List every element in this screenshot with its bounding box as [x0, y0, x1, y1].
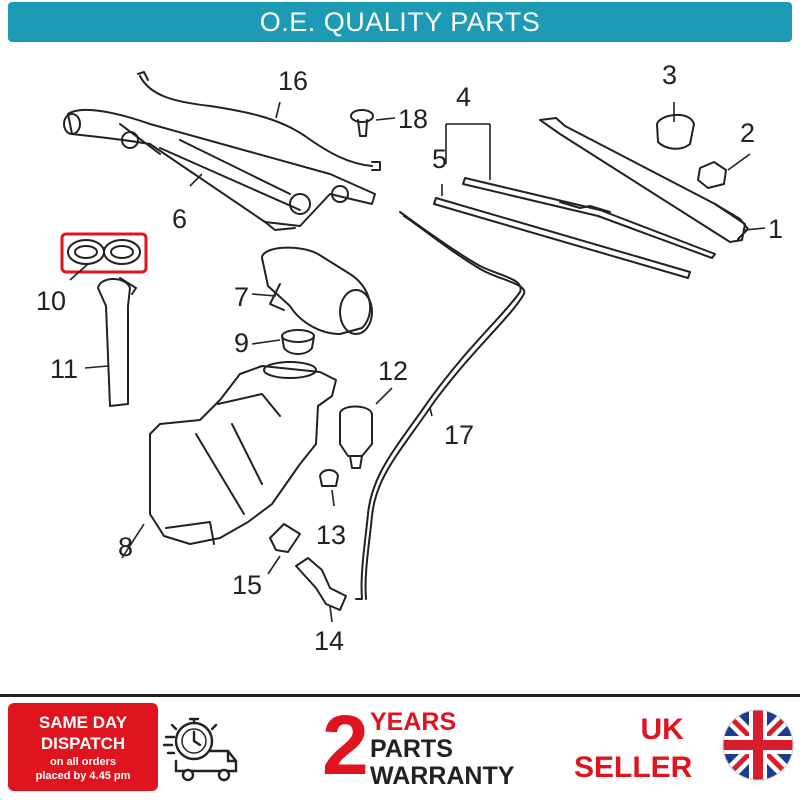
- part-5-refill: [433, 197, 691, 279]
- warranty-number: 2: [322, 698, 369, 792]
- callout-6: 6: [172, 204, 187, 234]
- dispatch-line1: SAME DAY: [38, 713, 128, 732]
- part-9-grommet: [281, 329, 315, 355]
- part-7-motor: [261, 246, 373, 335]
- part-10-gaskets: [67, 239, 141, 265]
- callout-2: 2: [740, 118, 755, 148]
- callout-4: 4: [456, 82, 471, 112]
- callout-11: 11: [50, 354, 78, 384]
- part-4-blade: [462, 177, 716, 259]
- callout-17: 17: [444, 420, 474, 450]
- part-18-clip: [350, 109, 374, 137]
- callout-5: 5: [432, 144, 447, 174]
- stopwatch-truck-icon: [162, 717, 238, 782]
- part-2-nut: [697, 161, 727, 189]
- footer-bar: SAME DAY DISPATCH on all orders placed b…: [0, 697, 800, 800]
- part-17-hose: [355, 211, 522, 600]
- part-8-reservoir: [149, 361, 337, 545]
- part-11-filler: [97, 277, 137, 407]
- highlight-box-10: [60, 232, 148, 274]
- part-16-hose: [139, 75, 373, 167]
- uk-seller-text: UK SELLER: [574, 711, 692, 787]
- seller-line1: UK: [640, 713, 684, 746]
- callout-13: 13: [316, 520, 346, 550]
- warranty-line1: YEARS: [370, 708, 457, 736]
- part-13-seal: [319, 469, 339, 487]
- dispatch-line4: placed by 4.45 pm: [35, 770, 131, 782]
- part-14-sensor: [295, 557, 347, 611]
- callout-15: 15: [232, 570, 262, 600]
- callout-1: 1: [768, 214, 783, 244]
- callout-14: 14: [314, 626, 344, 656]
- callout-8: 8: [118, 532, 133, 562]
- callout-10: 10: [36, 286, 66, 316]
- dispatch-line3: on all orders: [49, 756, 117, 768]
- part-3-cap: [656, 114, 695, 150]
- footer-divider: [0, 694, 800, 697]
- part-6-linkage: [63, 108, 376, 231]
- diagram-svg: 1 2 3 4 5 6 7 8 9 10 11 12 13 14 15 16 1…: [36, 60, 783, 656]
- part-12-pump: [339, 405, 373, 469]
- callout-9: 9: [234, 328, 249, 358]
- union-jack-flag-icon: [722, 709, 794, 781]
- warranty-line3: WARRANTY: [370, 762, 515, 790]
- callout-12: 12: [378, 356, 408, 386]
- same-day-dispatch-badge: SAME DAY DISPATCH on all orders placed b…: [8, 703, 158, 791]
- callout-16: 16: [278, 66, 308, 96]
- callout-7: 7: [234, 282, 249, 312]
- dispatch-line2: DISPATCH: [40, 734, 126, 753]
- warranty-line2: PARTS: [370, 735, 453, 763]
- part-1-arm: [539, 117, 746, 243]
- parts-diagram: 1 2 3 4 5 6 7 8 9 10 11 12 13 14 15 16 1…: [0, 44, 800, 684]
- warranty-text: YEARS PARTS WARRANTY: [370, 709, 514, 790]
- title-banner: O.E. QUALITY PARTS: [8, 2, 792, 42]
- banner-title: O.E. QUALITY PARTS: [259, 6, 541, 37]
- seller-line2: SELLER: [574, 751, 693, 784]
- callout-18: 18: [398, 104, 428, 134]
- part-15-connector: [269, 523, 301, 553]
- callout-3: 3: [662, 60, 677, 90]
